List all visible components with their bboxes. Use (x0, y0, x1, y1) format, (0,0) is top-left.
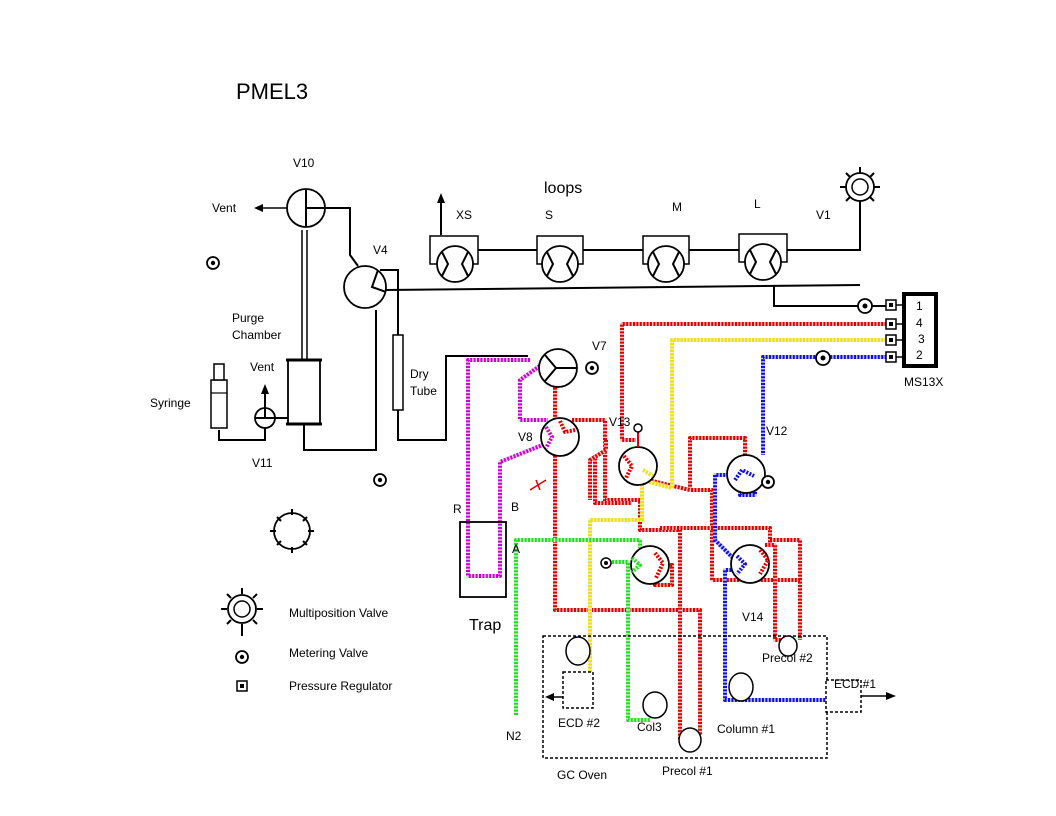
precol1-column (678, 727, 702, 753)
syringe-label: Syringe (150, 396, 191, 410)
v12-label: V12 (766, 424, 788, 438)
chamber-label: Chamber (232, 328, 281, 342)
ecd1-label: ECD #1 (834, 677, 876, 691)
trap-label: Trap (469, 617, 501, 634)
metering-valve-ms-2[interactable] (815, 350, 831, 366)
diagram-title: PMEL3 (236, 79, 308, 104)
ecd2-label: ECD #2 (558, 716, 600, 730)
legend-metering-icon (235, 650, 249, 664)
column1-label: Column #1 (717, 722, 775, 736)
legend-pressure-label: Pressure Regulator (289, 679, 392, 693)
oven-coil-top (565, 636, 591, 666)
col3-label: Col3 (637, 720, 662, 734)
gc-oven-label: GC Oven (557, 768, 607, 782)
ms13x-port-1: 1 (916, 299, 923, 313)
v11-label: V11 (252, 456, 273, 470)
precol2-label: Precol #2 (762, 651, 813, 665)
v10-label: V10 (293, 156, 315, 170)
green-path (514, 538, 650, 722)
v1-label: V1 (816, 208, 831, 222)
v7-label: V7 (592, 339, 607, 353)
magenta-path (466, 358, 556, 578)
trap (459, 521, 507, 598)
yellow-path (588, 338, 890, 680)
ms13x-port-2: 2 (916, 348, 923, 362)
column1-column (728, 672, 754, 702)
ms13x-label: MS13X (904, 375, 943, 389)
v4-label: V4 (373, 243, 388, 257)
v8-label: V8 (518, 430, 533, 444)
v13-label: V13 (609, 415, 631, 429)
purge-label: Purge (232, 311, 264, 325)
v14-label: V14 (742, 610, 764, 624)
v12-valve[interactable] (726, 454, 775, 494)
v7-valve[interactable] (538, 348, 599, 388)
vent-top-label: Vent (212, 201, 237, 215)
m-label: M (672, 200, 682, 214)
legend-metering-label: Metering Valve (289, 646, 368, 660)
center-lower-valve[interactable] (600, 545, 670, 585)
dry-tube (392, 334, 404, 411)
l-label: L (754, 197, 761, 211)
ecd2-detector (545, 671, 594, 709)
tube-label: Tube (410, 384, 437, 398)
spoked-valve[interactable] (270, 509, 314, 553)
loop-m[interactable] (642, 235, 690, 283)
blue-path (713, 355, 890, 702)
restrictor-mark (529, 479, 547, 491)
loops-label: loops (544, 180, 582, 197)
loop-l[interactable] (738, 233, 788, 281)
dry-label: Dry (410, 367, 429, 381)
ms13x-block (885, 292, 938, 368)
legend-pressure-icon (236, 680, 248, 692)
vent-mid-label: Vent (250, 360, 275, 374)
s-label: S (545, 208, 553, 222)
v1-multiposition-valve[interactable] (840, 167, 880, 207)
loop-xs[interactable] (429, 235, 479, 283)
n2-label: N2 (506, 729, 522, 743)
legend-multiposition-label: Multiposition Valve (289, 606, 388, 620)
trap-a-label: A (512, 542, 520, 556)
legend: Multiposition Valve Metering Valve Press… (221, 588, 392, 693)
loop-s[interactable] (536, 235, 584, 283)
v8-valve[interactable] (540, 417, 580, 457)
metering-valve-ms-1[interactable] (857, 298, 873, 314)
ms13x-port-3: 3 (918, 332, 925, 346)
v11-valve[interactable] (254, 384, 276, 429)
v10-valve[interactable] (286, 188, 326, 228)
precol2-column (778, 635, 798, 657)
precol1-label: Precol #1 (662, 764, 713, 778)
metering-valve-left[interactable] (206, 256, 220, 270)
v14-valve[interactable] (730, 544, 770, 584)
purge-chamber (286, 358, 322, 426)
ecd1-detector (825, 679, 896, 713)
metering-valve-center[interactable] (373, 473, 387, 487)
syringe (210, 363, 228, 429)
black-plumbing (218, 193, 886, 451)
xs-label: XS (456, 208, 472, 222)
col3-column (642, 691, 668, 719)
v4-valve[interactable] (343, 265, 387, 309)
v13-valve[interactable] (618, 423, 658, 486)
legend-multiposition-icon (221, 588, 263, 636)
ms13x-port-4: 4 (916, 316, 923, 330)
trap-b-label: B (511, 500, 519, 514)
trap-r-label: R (453, 502, 462, 516)
